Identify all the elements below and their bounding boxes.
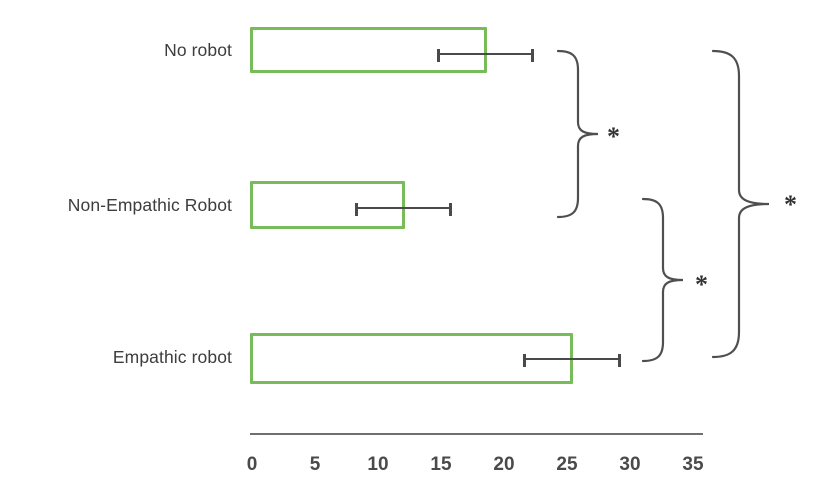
significance-star-no-robot-vs-empathic: *: [784, 190, 797, 219]
error-cap-left-non-empathic-robot: [355, 203, 358, 216]
significance-star-non-empathic-vs-empathic: *: [695, 270, 708, 299]
category-label-no-robot: No robot: [164, 40, 232, 60]
significance-star-no-robot-vs-non-empathic: *: [607, 122, 620, 151]
error-cap-right-no-robot: [531, 49, 534, 62]
x-tick-30: 30: [619, 454, 641, 475]
x-tick-35: 35: [682, 454, 704, 475]
category-label-empathic-robot: Empathic robot: [112, 347, 232, 367]
error-bar-non-empathic-robot: [355, 203, 452, 216]
error-cap-right-empathic-robot: [618, 354, 621, 367]
significance-bracket-no-robot-vs-empathic: [711, 48, 783, 360]
error-cap-right-non-empathic-robot: [449, 203, 452, 216]
x-tick-0: 0: [246, 454, 258, 475]
bar-empathic-robot: [250, 333, 573, 384]
significance-bracket-no-robot-vs-non-empathic: [556, 48, 604, 220]
x-axis-line: [250, 433, 703, 435]
x-tick-10: 10: [367, 454, 389, 475]
x-tick-5: 5: [309, 454, 321, 475]
error-cap-left-no-robot: [437, 49, 440, 62]
category-label-non-empathic-robot: Non-Empathic Robot: [67, 195, 232, 215]
error-bar-empathic-robot: [523, 354, 621, 367]
bar-non-empathic-robot: [250, 181, 405, 229]
x-tick-25: 25: [556, 454, 578, 475]
significance-bracket-non-empathic-vs-empathic: [641, 196, 689, 364]
error-bar-no-robot: [437, 49, 534, 62]
bar-no-robot: [250, 27, 487, 73]
x-tick-20: 20: [493, 454, 515, 475]
error-cap-left-empathic-robot: [523, 354, 526, 367]
x-tick-15: 15: [430, 454, 452, 475]
